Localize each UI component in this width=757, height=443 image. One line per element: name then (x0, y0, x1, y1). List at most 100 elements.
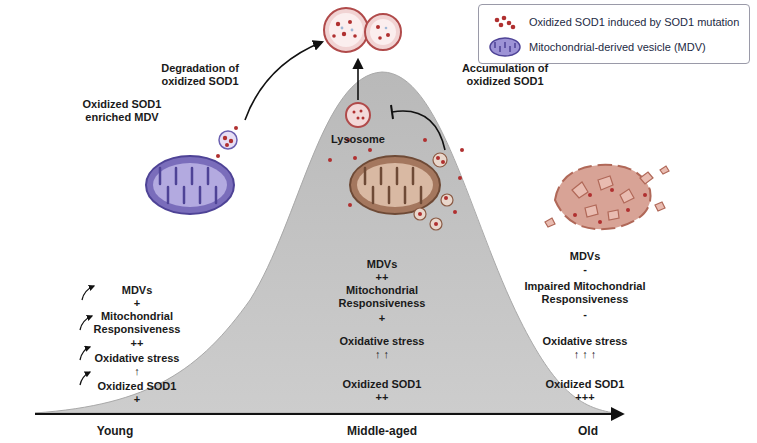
young-mitochondrion (153, 163, 227, 207)
stage-metric: ++ (327, 271, 437, 284)
autolysosome (365, 14, 401, 50)
sod1-dots (378, 36, 382, 40)
old-fragmented-mitochondrion (545, 165, 669, 229)
sod1-dot (502, 15, 507, 20)
stage-metric: ↑ (82, 365, 192, 378)
inhibition-arrow (392, 111, 445, 150)
sod1-dots (353, 34, 357, 38)
sod1-dots (386, 33, 390, 37)
sod1-dot (511, 24, 516, 29)
sod1-icon (485, 10, 525, 34)
degradation-arrow (245, 42, 322, 120)
stage-metric: ++ (82, 337, 192, 350)
debris (341, 27, 344, 30)
middle-sod1-dots (418, 212, 422, 216)
lysosome-circle (330, 101, 386, 129)
sod1-dot (360, 110, 363, 113)
stage-metric: Oxidized SOD1 (518, 378, 653, 391)
sod1-dots (376, 25, 380, 29)
inhibition-arrow (391, 105, 393, 119)
middle-sod1-dots (368, 148, 372, 152)
fragments (572, 182, 588, 198)
fragments (545, 166, 669, 227)
fragments (598, 176, 613, 190)
middle-sod1-dots (423, 138, 427, 142)
stage-metric: - (518, 308, 653, 321)
fragments (660, 166, 669, 174)
stage-metric: + (82, 297, 192, 310)
mdv-icon (485, 35, 525, 59)
autolysosome (324, 8, 368, 52)
stage-metric: + (327, 312, 437, 325)
debris (351, 29, 354, 32)
sod1-dot (507, 20, 512, 25)
mdv-mito (490, 38, 520, 56)
middle-sod1-dots (348, 203, 352, 207)
stage-metric: MDVs (518, 250, 653, 263)
stage-metric: Oxidative stress (327, 335, 437, 348)
fragments (608, 210, 619, 220)
sod1-dots (332, 34, 336, 38)
stage-metric: +++ (518, 391, 653, 404)
old-sod1-dots (610, 188, 614, 192)
age-curve (35, 72, 615, 413)
sod1-dots (342, 32, 346, 36)
legend-text: Mitochondrial-derived vesicle (MDV) (529, 41, 706, 53)
arrow-label: Accumulation of oxidized SOD1 (458, 62, 553, 88)
oxidized-sod1-mdv (219, 131, 237, 149)
legend-text: Oxidized SOD1 induced by SOD1 mutation (529, 16, 739, 28)
stage-metric: Oxidative stress (82, 352, 192, 365)
stage-metric: Oxidized SOD1 (82, 380, 192, 393)
middle-mdvs (430, 218, 442, 230)
autolysosome (324, 8, 401, 52)
time-axis (35, 414, 622, 415)
sod1-dots (348, 20, 352, 24)
legend-box: Oxidized SOD1 induced by SOD1 mutationMi… (478, 4, 750, 64)
oxidized-sod1-mdv (234, 126, 238, 130)
middle-sod1-dots (444, 196, 448, 200)
middle-sod1-dots (458, 176, 462, 180)
sod1-dots (332, 20, 390, 40)
sod1-dot (357, 117, 360, 120)
middle-mdvs (414, 153, 453, 230)
stage-metric: Oxidized SOD1 (327, 378, 437, 391)
sod1-dot (499, 22, 504, 27)
oxidized-sod1-mdv (223, 136, 227, 140)
stage-metric: MDVs (82, 284, 192, 297)
oxidized-sod1-mdv (229, 139, 233, 143)
oxidized-sod1-mdv (216, 126, 238, 158)
age-label: Old (543, 425, 633, 438)
lysosome-to-autolysosome-arrow (358, 60, 359, 100)
sod1-dot (495, 17, 500, 22)
old-sod1-dots (588, 193, 592, 197)
lysosome-circle (346, 103, 370, 127)
middle-aged-mitochondrion (357, 163, 433, 207)
middle-mdvs (441, 194, 453, 206)
stage-metric: ↑ ↑ ↑ (518, 348, 653, 361)
sod1-dots (336, 22, 340, 26)
progression-arrows (80, 372, 90, 385)
mdv-label: Oxidized SOD1 enriched MDV (75, 98, 170, 124)
fragments (585, 205, 598, 217)
young-mitochondrion (146, 156, 234, 214)
middle-sod1-dots (434, 222, 438, 226)
autolysosome (370, 19, 396, 45)
oxidized-sod1-mdv (225, 143, 229, 147)
lysosome-node: Lysosome (330, 101, 386, 146)
fragments (620, 189, 634, 203)
progression-arrows (82, 286, 94, 300)
progression-arrows (80, 347, 90, 360)
middle-sod1-dots (353, 156, 357, 160)
stage-metric: Mitochondrial Responsiveness (327, 284, 437, 310)
legend-row: Oxidized SOD1 induced by SOD1 mutation (485, 9, 743, 34)
arrow-label: Degradation of oxidized SOD1 (153, 62, 248, 88)
stage-metric: MDVs (327, 258, 437, 271)
middle-mdvs (414, 208, 426, 220)
degradation-arrow (245, 42, 322, 120)
young-mitochondrion (160, 168, 216, 203)
old-sod1-dots (598, 220, 602, 224)
stage-metric: Oxidative stress (518, 335, 653, 348)
middle-sod1-dots (460, 148, 464, 152)
